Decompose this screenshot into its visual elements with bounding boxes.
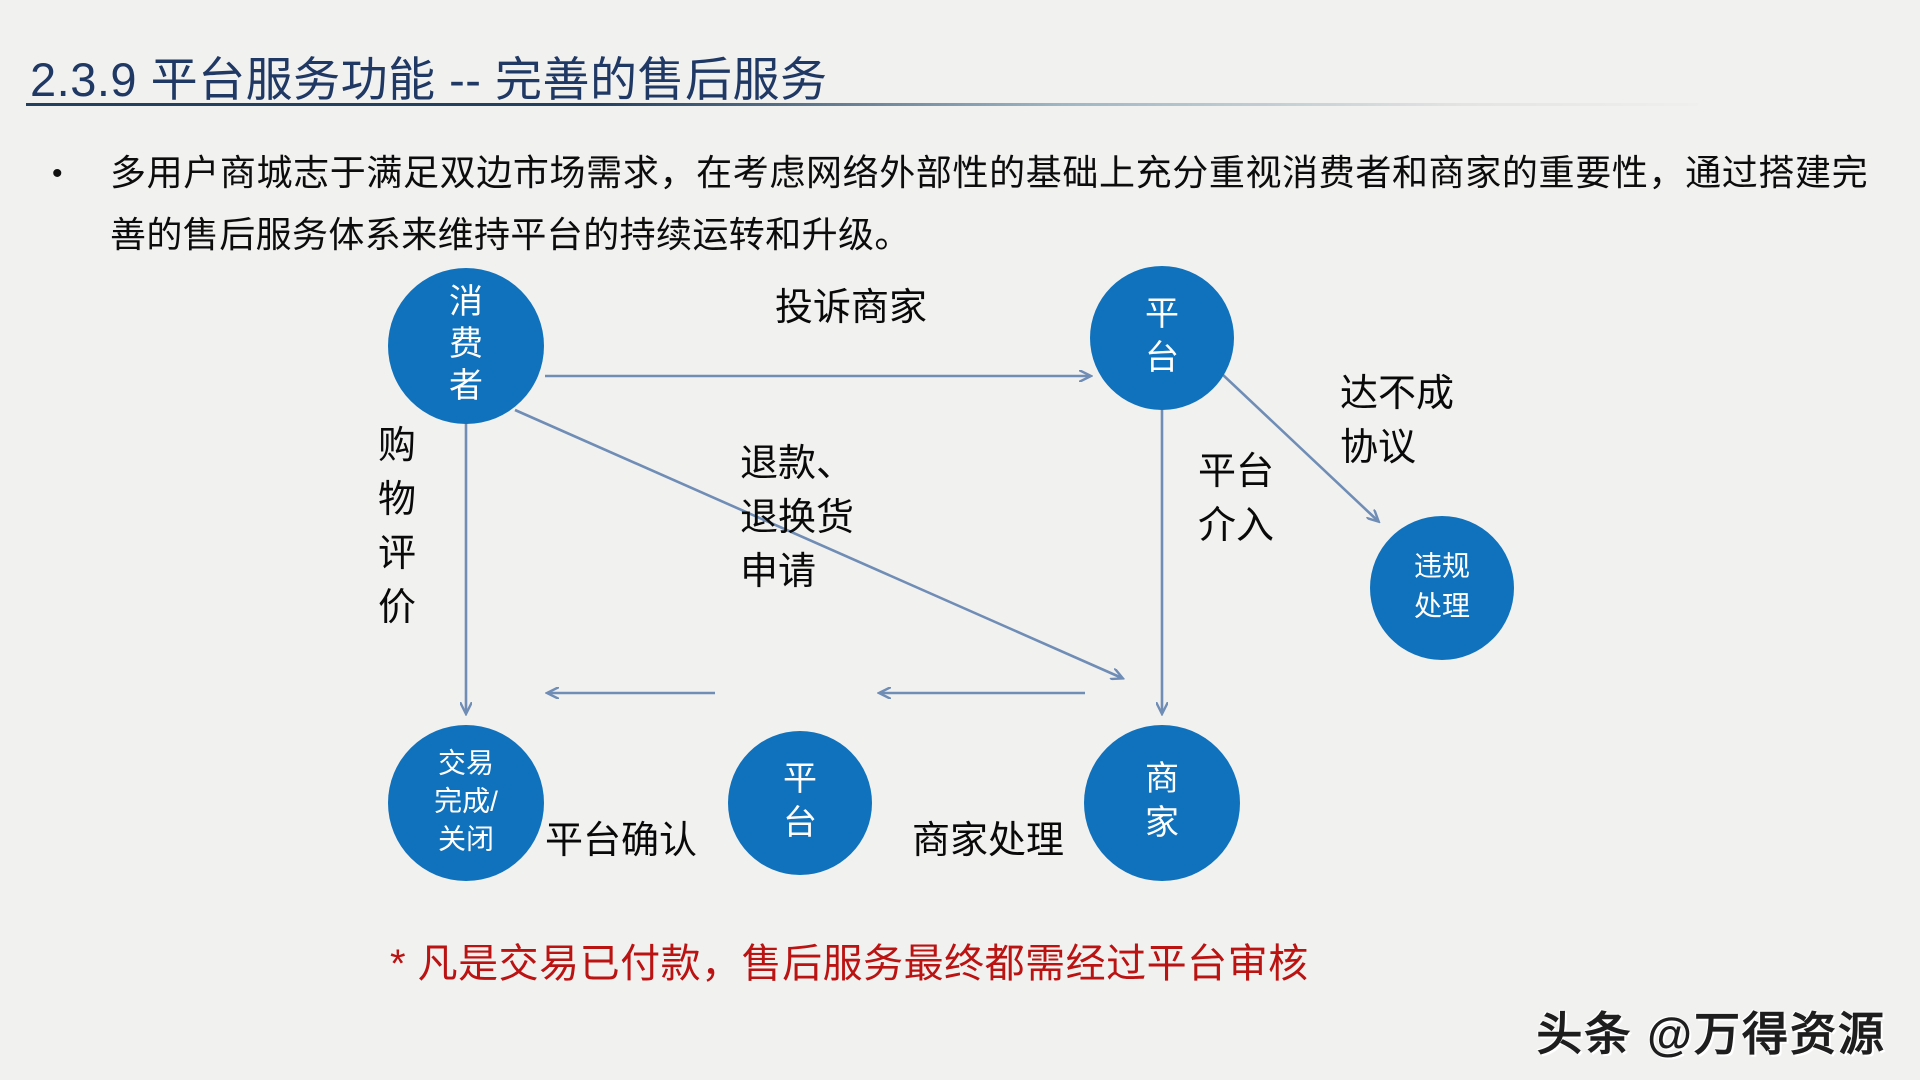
edge-label-shopping-review-line-0: 购	[378, 425, 416, 467]
node-platform-top-line-1: 台	[1145, 339, 1179, 377]
edge-label-intervene-line-0: 平台	[1198, 451, 1274, 493]
edge-label-shopping-review-line-2: 评	[378, 533, 416, 575]
edge-label-no-agreement-line-0: 达不成	[1340, 373, 1454, 415]
after-sales-flow-diagram: 消 费 者 平 台 违规 处理 交易 完成/ 关闭	[0, 258, 1920, 948]
node-consumer-line-1: 费	[449, 325, 483, 363]
edge-label-merchant-handle: 商家处理	[912, 820, 1064, 862]
edge-label-shopping-review-line-1: 物	[378, 479, 416, 521]
node-consumer[interactable]: 消 费 者	[388, 268, 544, 424]
node-consumer-line-0: 消	[449, 283, 483, 321]
node-platform-bottom-line-0: 平	[783, 760, 817, 798]
node-transaction-line-2: 关闭	[438, 823, 494, 854]
node-transaction-line-0: 交易	[438, 747, 494, 778]
node-merchant[interactable]: 商 家	[1084, 725, 1240, 881]
edge-label-refund-request: 退款、 退换货 申请	[740, 443, 854, 593]
edge-label-refund-line-0: 退款、	[740, 443, 854, 485]
node-platform-top-line-0: 平	[1145, 295, 1179, 333]
edge-label-refund-line-2: 申请	[740, 551, 816, 593]
node-platform-bottom-line-1: 台	[783, 804, 817, 842]
title-divider	[26, 103, 1698, 106]
page-title: 2.3.9 平台服务功能 -- 完善的售后服务	[30, 53, 828, 107]
edge-label-no-agreement: 达不成 协议	[1340, 373, 1454, 469]
edge-label-intervene-line-1: 介入	[1198, 505, 1274, 547]
edge-label-shopping-review-line-3: 价	[378, 587, 416, 629]
edge-label-complain: 投诉商家	[775, 287, 927, 329]
footnote-warning: * 凡是交易已付款，售后服务最终都需经过平台审核	[390, 942, 1309, 986]
bullet-paragraph: • 多用户商城志于满足双边市场需求，在考虑网络外部性的基础上充分重视消费者和商家…	[48, 142, 1868, 266]
node-platform-top[interactable]: 平 台	[1090, 266, 1234, 410]
node-violation-line-0: 违规	[1414, 550, 1470, 581]
watermark: 头条 @万得资源	[1536, 1008, 1886, 1060]
edge-label-no-agreement-line-1: 协议	[1340, 427, 1416, 469]
node-merchant-line-0: 商	[1145, 760, 1179, 798]
edge-label-refund-line-1: 退换货	[740, 497, 854, 539]
bullet-body-text: 多用户商城志于满足双边市场需求，在考虑网络外部性的基础上充分重视消费者和商家的重…	[110, 152, 1868, 255]
node-violation-line-1: 处理	[1414, 590, 1470, 621]
node-merchant-line-1: 家	[1145, 804, 1179, 842]
node-platform-bottom[interactable]: 平 台	[728, 731, 872, 875]
edge-label-platform-intervene: 平台 介入	[1198, 451, 1274, 547]
edge-no-agreement	[1204, 357, 1378, 521]
edge-refund-request	[514, 408, 1122, 678]
node-consumer-line-2: 者	[449, 367, 483, 405]
edge-label-platform-confirm: 平台确认	[545, 820, 697, 862]
node-transaction-closed[interactable]: 交易 完成/ 关闭	[388, 725, 544, 881]
bullet-marker: •	[52, 157, 63, 190]
node-transaction-line-1: 完成/	[434, 785, 498, 816]
edge-label-shopping-review: 购 物 评 价	[378, 425, 416, 629]
node-violation[interactable]: 违规 处理	[1370, 516, 1514, 660]
